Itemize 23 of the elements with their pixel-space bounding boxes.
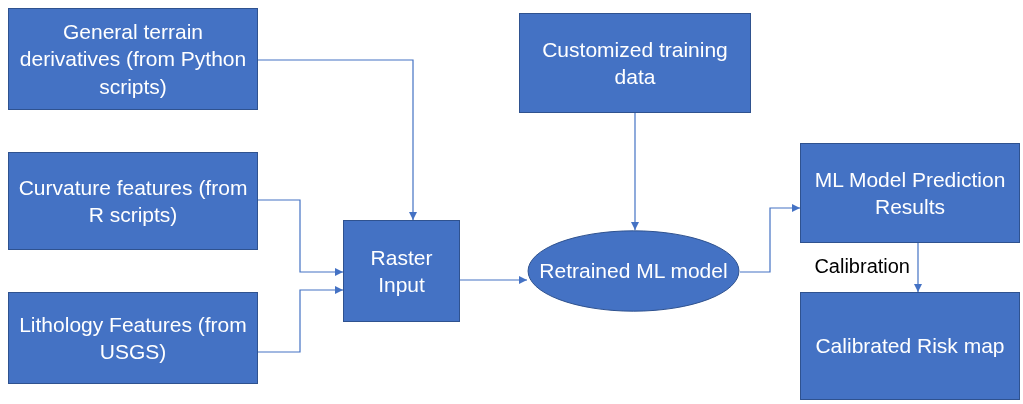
arrow (257, 285, 344, 353)
process-box (800, 292, 1020, 400)
node-text: Retrained ML model (539, 258, 728, 285)
arrow (257, 199, 344, 277)
node-text: Lithology Features (from USGS) (18, 311, 248, 365)
node-text: Raster Input (369, 244, 434, 298)
process-box (8, 152, 258, 250)
node-text: Calibrated Risk map (815, 333, 1005, 360)
node-text: General terrain derivatives (from Python scripts) (18, 19, 248, 100)
arrow (739, 203, 801, 273)
process-box (519, 13, 751, 113)
process-box (8, 292, 258, 384)
process-box (343, 220, 460, 322)
process-box (8, 8, 258, 110)
process-box (800, 143, 1020, 243)
node-text: Customized training data (541, 36, 729, 90)
node-text: ML Model Prediction Results (813, 166, 1007, 220)
arrow (257, 59, 418, 221)
arrow (913, 242, 923, 293)
process-ellipse (527, 230, 740, 312)
node-text: Curvature features (from R scripts) (17, 174, 249, 228)
arrow (459, 275, 528, 285)
arrow (630, 112, 640, 231)
